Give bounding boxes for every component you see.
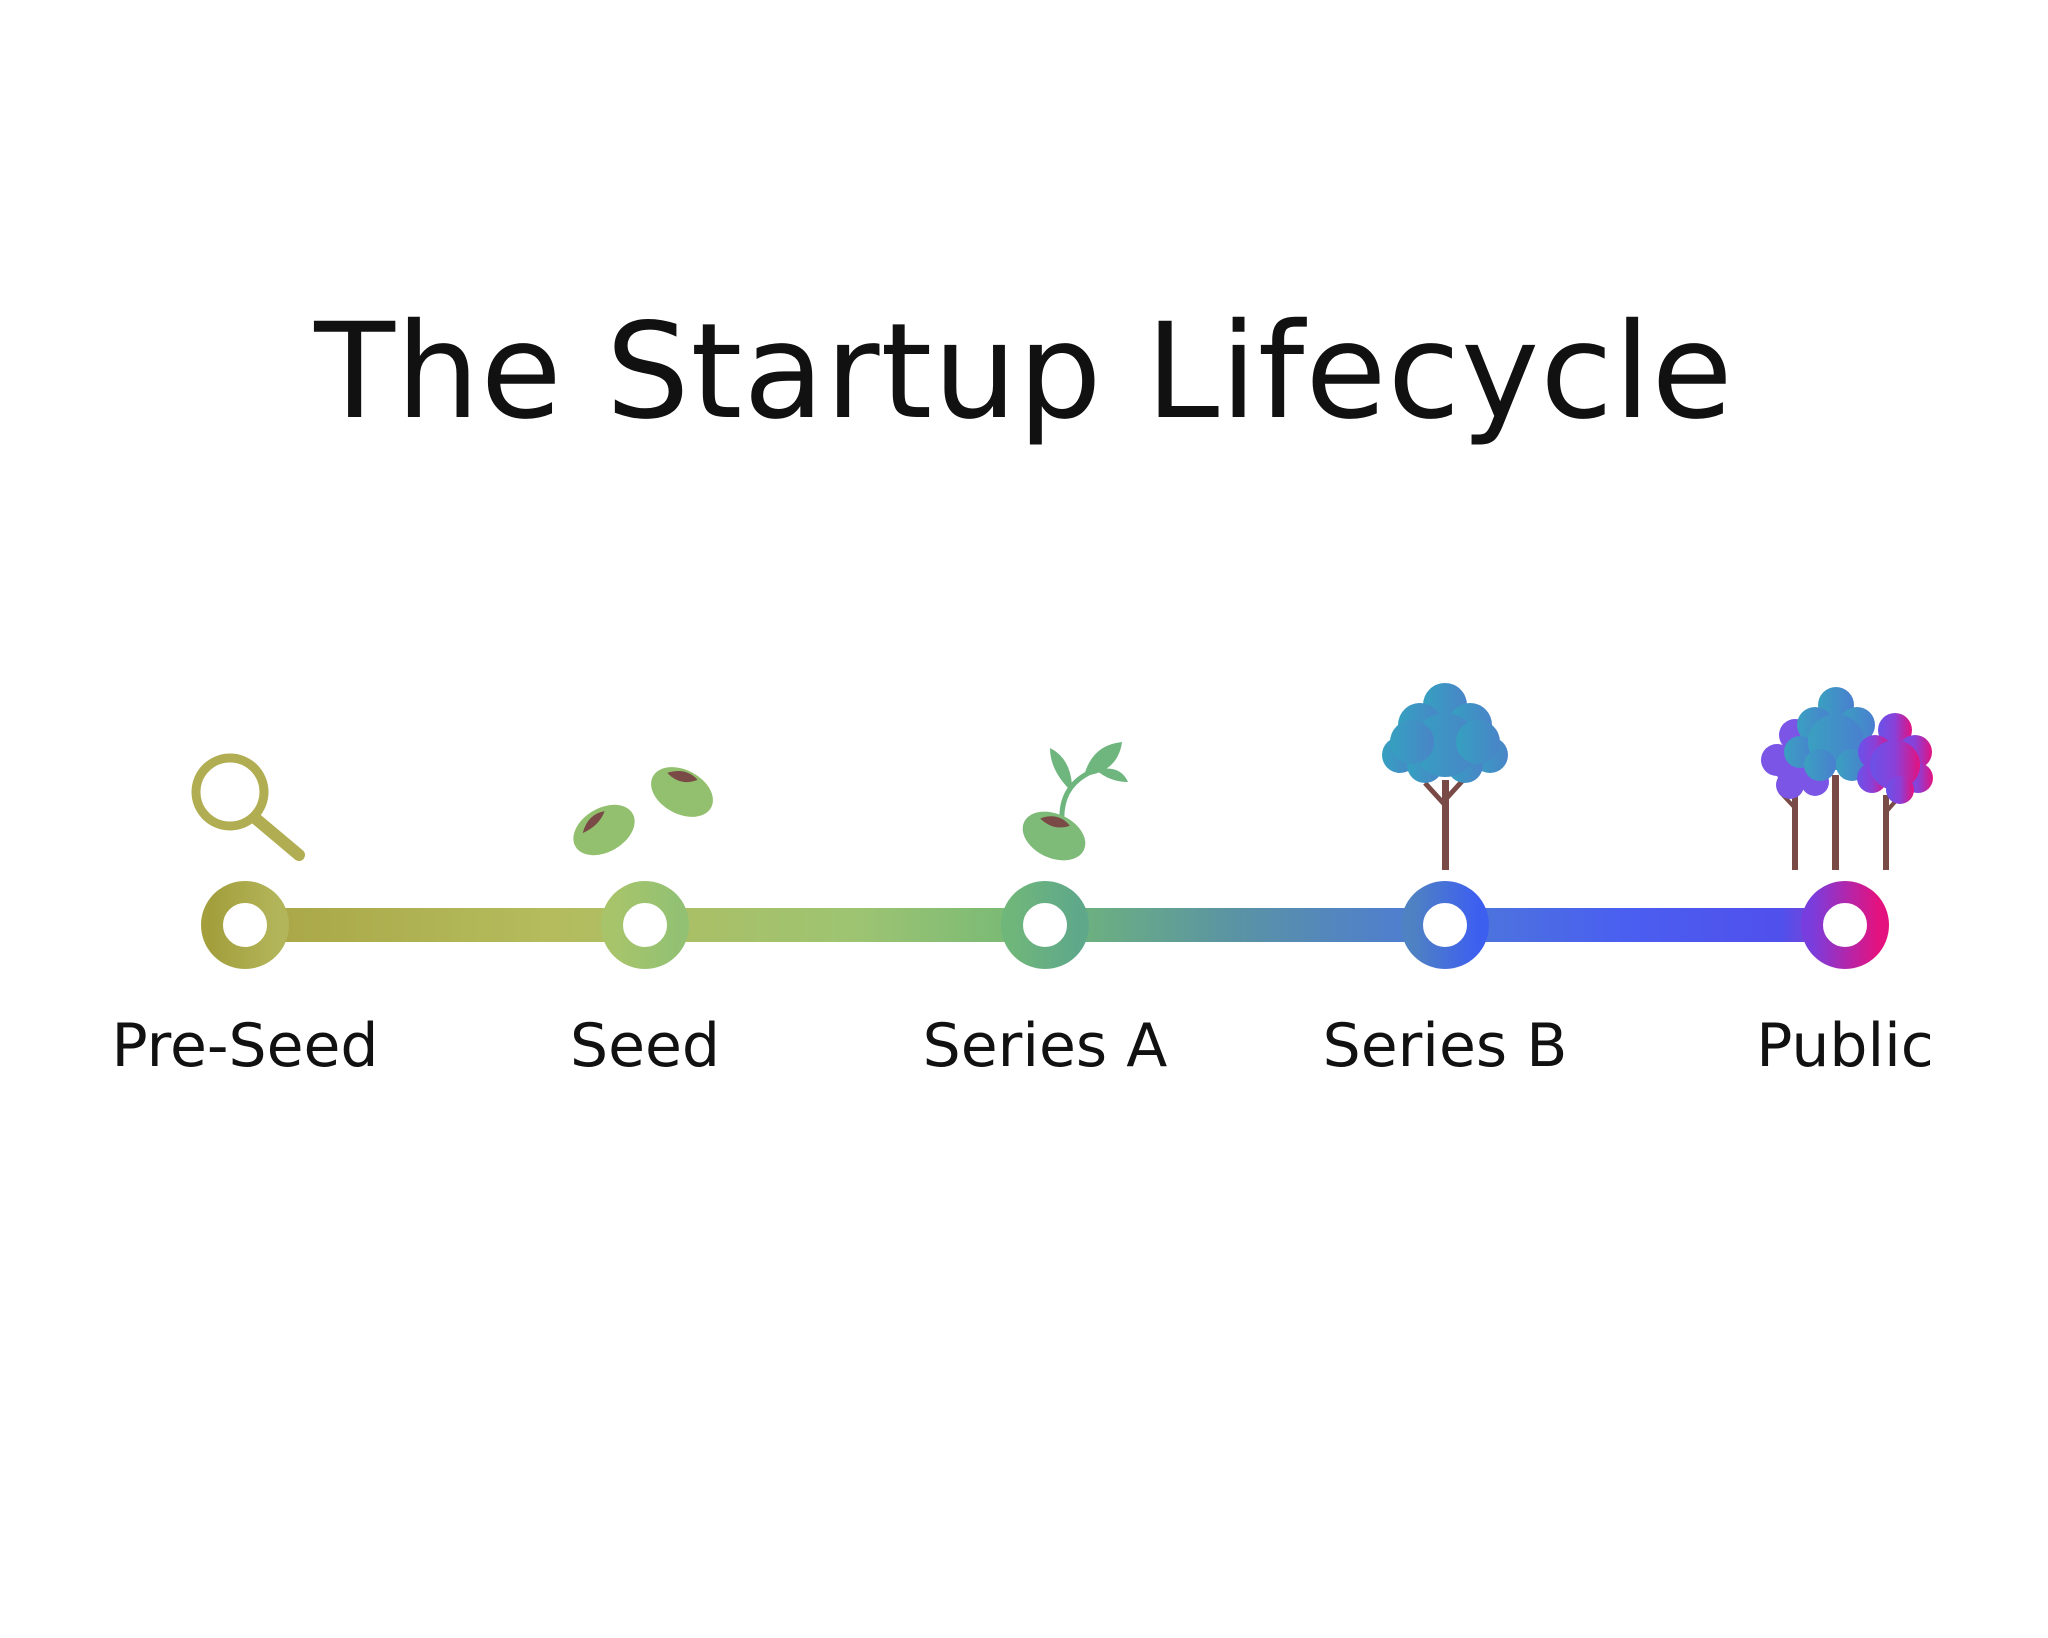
- tree-icon: [1382, 683, 1508, 870]
- stage-label-series-b: Series B: [1322, 1011, 1568, 1081]
- stage-node-series-a: [1001, 881, 1089, 969]
- stage-label-seed: Seed: [570, 1011, 720, 1081]
- stage-label-series-a: Series A: [922, 1011, 1168, 1081]
- sprout-icon: [1022, 742, 1128, 861]
- forest-icon: [1761, 687, 1933, 870]
- seeds-icon: [573, 767, 713, 856]
- stage-label-pre-seed: Pre-Seed: [111, 1011, 379, 1081]
- stage-label-public: Public: [1756, 1011, 1934, 1081]
- page-title: The Startup Lifecycle: [314, 295, 1734, 449]
- stage-node-public: [1801, 881, 1889, 969]
- magnifier-icon: [191, 753, 305, 861]
- stage-node-seed: [601, 881, 689, 969]
- stage-node-pre-seed: [201, 881, 289, 969]
- stage-node-series-b: [1401, 881, 1489, 969]
